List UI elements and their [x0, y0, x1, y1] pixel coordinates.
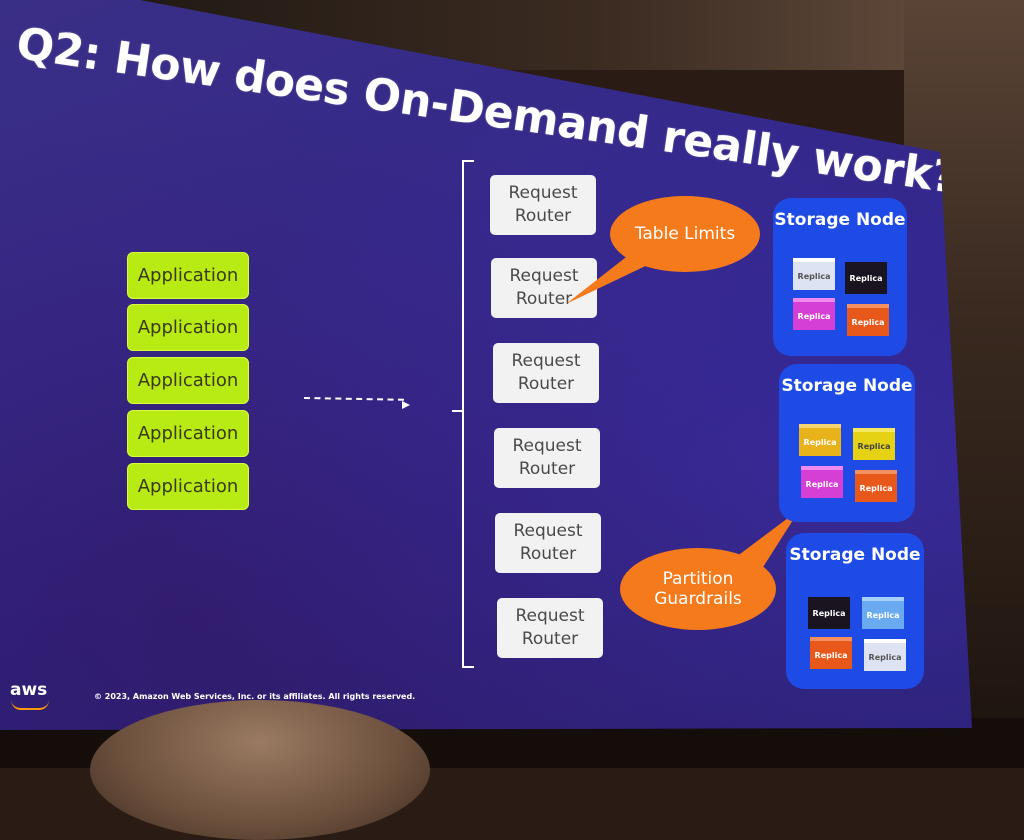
replica-block: Replica: [862, 597, 904, 629]
application-box: Application: [127, 463, 249, 510]
table-limits-callout-tail: [566, 254, 658, 304]
router-label-line2: Router: [521, 629, 579, 649]
router-label-line2: Router: [515, 289, 573, 309]
router-label-line2: Router: [514, 206, 572, 226]
router-label-line2: Router: [519, 544, 577, 564]
replica-block: Replica: [864, 639, 906, 671]
request-router: Request Router: [491, 258, 597, 318]
request-router: Request Router: [493, 343, 599, 403]
replica-block: Replica: [799, 424, 841, 456]
router-label-line2: Router: [518, 459, 576, 479]
application-box: Application: [127, 410, 249, 457]
storage-node: Storage Node Replica Replica Replica Rep…: [779, 364, 915, 522]
copyright-text: © 2023, Amazon Web Services, Inc. or its…: [94, 692, 416, 701]
router-label-line1: Request: [512, 436, 582, 456]
replica-block: Replica: [847, 304, 889, 336]
application-box: Application: [127, 304, 249, 351]
storage-node-title: Storage Node: [781, 376, 913, 396]
router-label-line2: Router: [517, 374, 575, 394]
router-bracket-tick: [452, 410, 462, 412]
replica-block: Replica: [793, 258, 835, 290]
storage-node-title: Storage Node: [789, 545, 921, 565]
replica-block: Replica: [853, 428, 895, 460]
aws-smile-icon: [11, 700, 49, 710]
table-limits-label: Table Limits: [634, 224, 736, 244]
request-router: Request Router: [497, 598, 603, 658]
audience-head: [90, 700, 430, 840]
replica-block: Replica: [855, 470, 897, 502]
router-label-line1: Request: [511, 351, 581, 371]
arrow-head-icon: [402, 401, 410, 409]
replica-block: Replica: [810, 637, 852, 669]
partition-guardrails-line1: Partition: [662, 569, 734, 589]
replica-block: Replica: [845, 262, 887, 294]
application-box: Application: [127, 357, 249, 404]
replica-block: Replica: [793, 298, 835, 330]
router-label-line1: Request: [515, 606, 585, 626]
partition-guardrails-line2: Guardrails: [654, 589, 742, 609]
replica-block: Replica: [808, 597, 850, 629]
request-router: Request Router: [490, 175, 596, 235]
request-router: Request Router: [494, 428, 600, 488]
router-bracket: [462, 160, 474, 668]
replica-block: Replica: [801, 466, 843, 498]
request-router: Request Router: [495, 513, 601, 573]
aws-logo: aws: [10, 680, 48, 700]
storage-node-title: Storage Node: [774, 210, 906, 230]
router-label-line1: Request: [508, 183, 578, 203]
storage-node: Storage Node Replica Replica Replica Rep…: [773, 198, 907, 356]
partition-guardrails-callout: Partition Guardrails: [620, 548, 776, 630]
application-box: Application: [127, 252, 249, 299]
presentation-slide: Q2: How does On-Demand really work? Appl…: [0, 0, 972, 730]
table-limits-callout: Table Limits: [610, 196, 760, 272]
router-label-line1: Request: [513, 521, 583, 541]
storage-node: Storage Node Replica Replica Replica Rep…: [786, 533, 924, 689]
router-label-line1: Request: [509, 266, 579, 286]
